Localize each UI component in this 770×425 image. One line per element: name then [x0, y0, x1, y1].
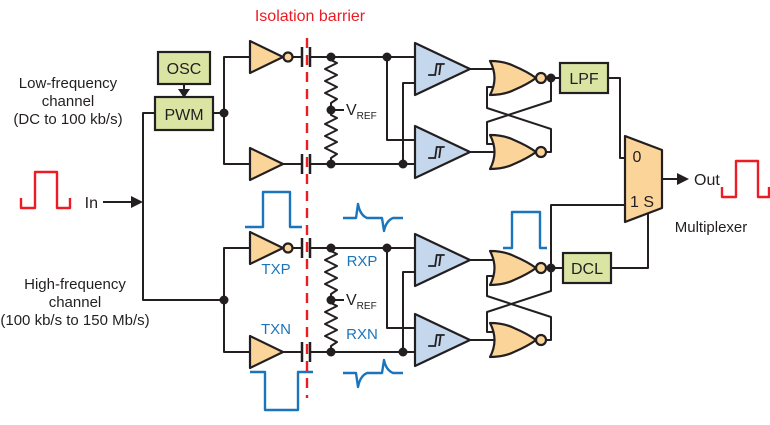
dcl-label: DCL — [571, 261, 603, 278]
osc-pwm-arrow — [178, 89, 190, 98]
pwm-block — [153, 95, 215, 132]
hf-schmitt-receiver-bottom — [413, 312, 472, 368]
dcl-pulse-waveform — [503, 210, 547, 250]
in-pulse-waveform — [19, 170, 72, 210]
inverter-bubble-icon — [282, 242, 294, 254]
rxn-transient-waveform — [343, 358, 403, 389]
driver-buffers — [248, 39, 294, 370]
osc-label: OSC — [167, 61, 202, 78]
in-label: In — [85, 195, 98, 212]
vref-stub-wires — [331, 109, 344, 301]
pwm-label: PWM — [164, 107, 203, 124]
osc-block — [156, 50, 212, 86]
resistor-icon — [324, 247, 338, 301]
inverter-bubble-icon — [282, 51, 294, 63]
lpf-block — [558, 61, 610, 95]
rxp-label: RXP — [347, 253, 378, 270]
isolation-barrier-label: Isolation barrier — [255, 8, 366, 25]
resistor-icon — [324, 111, 338, 165]
lf-channel-label-line2: channel — [42, 93, 95, 110]
lf-driver-noninverting — [248, 146, 285, 182]
lf-driver-inverting — [248, 39, 285, 75]
lf-channel-label-line3: (DC to 100 kb/s) — [13, 111, 122, 128]
hf-channel-label-line2: channel — [49, 294, 102, 311]
txn-pulse-waveform — [250, 370, 313, 412]
txp-driver — [248, 230, 285, 266]
resistor-icon — [324, 56, 338, 110]
multiplexer-label: Multiplexer — [675, 219, 748, 236]
txp-pulse-waveform — [245, 190, 302, 229]
lf-schmitt-receiver-top — [413, 41, 472, 97]
hf-schmitt-receiver-top — [413, 232, 472, 288]
in-arrow — [131, 196, 143, 208]
vref-label-lf: VREF — [346, 102, 377, 122]
txp-label: TXP — [261, 261, 290, 278]
txn-label: TXN — [261, 321, 291, 338]
hf-latch-nor-top — [488, 249, 548, 287]
mux-input0-label: 0 — [633, 149, 642, 166]
vref-label-hf: VREF — [346, 292, 377, 312]
hf-latch-nor-bottom — [488, 321, 548, 359]
dcl-block — [561, 251, 613, 285]
hf-channel-label-line3: (100 kb/s to 150 Mb/s) — [0, 312, 149, 329]
lf-schmitt-receiver-bottom — [413, 124, 472, 180]
lf-channel-label-line1: Low-frequency — [19, 75, 118, 92]
out-label: Out — [694, 172, 720, 189]
out-arrow — [677, 173, 689, 185]
lf-latch-nor-bottom — [488, 133, 548, 171]
rxn-label: RXN — [346, 326, 378, 343]
txn-driver — [248, 334, 285, 370]
schmitt-receivers — [413, 41, 472, 368]
multiplexer-shape — [623, 134, 664, 224]
out-pulse-waveform — [720, 159, 770, 199]
junction-dots — [219, 52, 556, 357]
hf-channel-label-line1: High-frequency — [24, 276, 126, 293]
vref-dividers — [324, 56, 338, 353]
mux-input1-select-label: 1 S — [630, 194, 654, 211]
waveforms — [19, 159, 770, 412]
lpf-label: LPF — [569, 71, 599, 88]
lf-latch-nor-top — [488, 59, 548, 97]
rxp-transient-waveform — [343, 202, 403, 233]
resistor-icon — [324, 299, 338, 353]
